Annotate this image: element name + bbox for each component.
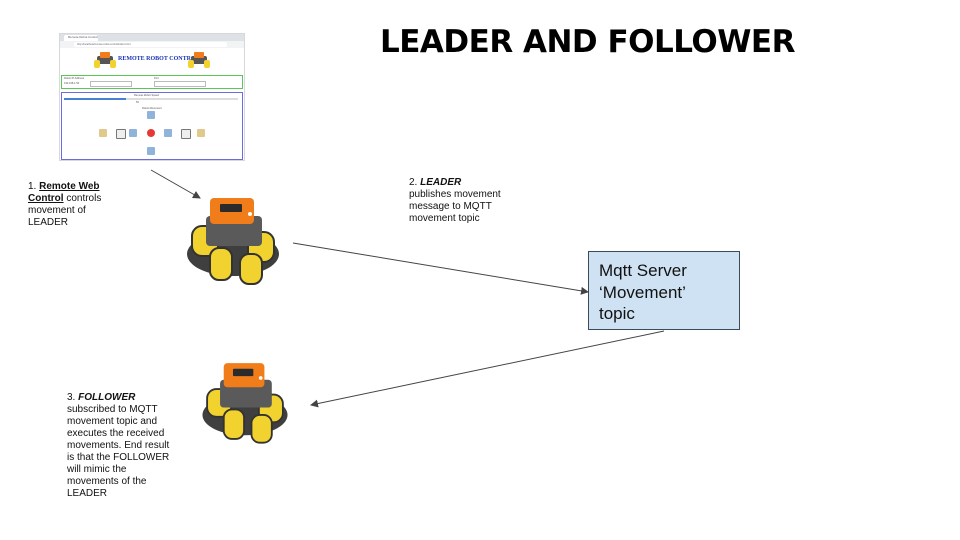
arrow-leader-to-mqtt (292, 242, 589, 295)
left-button[interactable] (129, 129, 137, 137)
step-3-emphasis: FOLLOWER (78, 392, 136, 403)
step-1-note: 1. Remote Web Control controls movement … (28, 181, 128, 229)
status-label: Robot IP Address (64, 77, 85, 80)
leader-robot-image (187, 198, 279, 285)
right-side-button[interactable] (197, 129, 205, 137)
slide-title: LEADER AND FOLLOWER (380, 24, 795, 60)
port-field[interactable] (154, 81, 206, 87)
connection-panel (61, 75, 243, 89)
remote-web-control-screenshot: Remote Robot Control http://localhost/re… (59, 33, 245, 161)
speed-slider-fill (64, 98, 126, 100)
movement-label: Robot Movement (142, 107, 162, 110)
port-label: Port (154, 77, 159, 80)
mqtt-box-line-2: ‘Movement’ (599, 282, 686, 302)
backward-button[interactable] (147, 147, 155, 155)
browser-tab (64, 35, 98, 41)
control-panel (61, 92, 243, 160)
right-button[interactable] (164, 129, 172, 137)
step-2-number: 2. (409, 177, 418, 188)
follower-robot-image (202, 363, 288, 444)
browser-url: http://localhost/remote-robot-control/in… (74, 42, 227, 47)
speed-value: 50 (136, 101, 139, 104)
mqtt-box-line-3: topic (599, 304, 635, 323)
step-1-emphasis: Remote Web Control (28, 181, 100, 204)
mqtt-server-box: Mqtt Server ‘Movement’ topic (588, 251, 740, 330)
step-3-note: 3. FOLLOWER subscribed to MQTT movement … (67, 392, 179, 500)
rotate-right-button[interactable] (181, 129, 191, 139)
speed-slider[interactable] (64, 98, 238, 100)
web-page-title: REMOTE ROBOT CONTROL (118, 56, 200, 62)
mqtt-box-line-1: Mqtt Server (599, 261, 687, 280)
step-1-text: controls movement of LEADER (28, 193, 102, 228)
forward-button[interactable] (147, 111, 155, 119)
status-value: 192.168.1.50 (64, 82, 80, 85)
step-2-text: publishes movement message to MQTT movem… (409, 189, 501, 224)
stop-button[interactable] (147, 129, 155, 137)
robot-icon (188, 52, 210, 68)
step-3-number: 3. (67, 392, 76, 403)
rotate-left-button[interactable] (116, 129, 126, 139)
ip-address-field[interactable] (90, 81, 132, 87)
speed-label: Remote Robot Speed (134, 94, 159, 97)
browser-tab-bar (60, 34, 244, 41)
arrow-mqtt-to-follower (310, 330, 665, 408)
step-2-emphasis: LEADER (420, 177, 462, 188)
step-3-text: subscribed to MQTT movement topic and ex… (67, 404, 170, 499)
robot-icon (94, 52, 116, 68)
step-2-note: 2. LEADER publishes movement message to … (409, 177, 519, 225)
left-side-button[interactable] (99, 129, 107, 137)
step-1-number: 1. (28, 181, 37, 192)
browser-tab-title: Remote Robot Control (68, 35, 98, 39)
